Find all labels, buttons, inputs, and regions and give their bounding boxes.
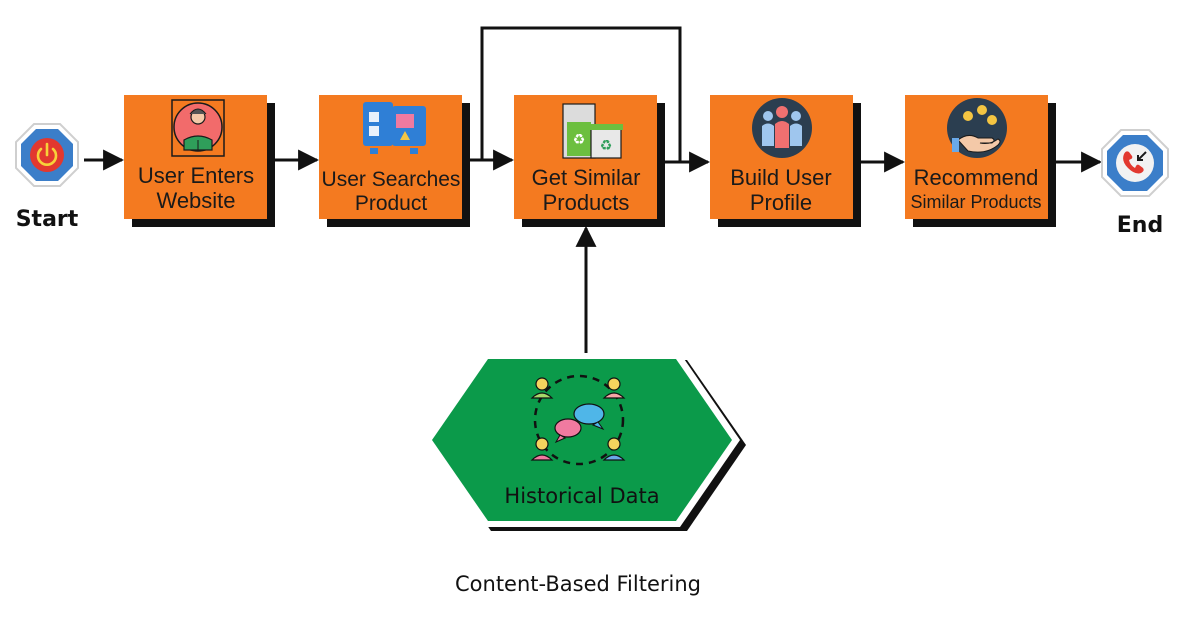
step-label-line1: User Enters: [138, 163, 254, 188]
step-recommend-similar-products: Recommend Similar Products: [905, 95, 1056, 227]
reading-person-icon: [171, 99, 225, 157]
step-user-enters-website: User Enters Website: [124, 95, 275, 227]
start-label: Start: [16, 207, 79, 232]
end-node: End: [1101, 129, 1169, 238]
bypass-loop-line: [480, 26, 682, 162]
end-label: End: [1117, 213, 1163, 238]
step-user-searches-product: User Searches Product: [319, 95, 470, 227]
step-label-line2: Profile: [750, 190, 812, 215]
step-label-line1: Get Similar: [532, 165, 641, 190]
users-chat-icon: [530, 374, 626, 466]
phone-button-bg: [1116, 144, 1154, 182]
phone-icon: [1123, 151, 1147, 174]
historical-data-label: Historical Data: [504, 484, 659, 508]
step-label-line2: Products: [543, 190, 630, 215]
step-label-line1: Recommend: [914, 165, 1039, 190]
step-build-user-profile: Build User Profile: [710, 95, 861, 227]
power-icon: [36, 142, 58, 166]
step-label-line2: Product: [355, 192, 428, 215]
user-group-icon: [752, 98, 812, 158]
start-node: Start: [15, 123, 79, 232]
hand-coins-icon: [947, 98, 1007, 158]
step-label-line1: Build User: [730, 165, 831, 190]
hexagon-shape: [432, 359, 732, 521]
diagram-caption: Content-Based Filtering: [455, 572, 701, 596]
search-screens-icon: [363, 102, 426, 154]
step-label-line2: Similar Products: [910, 192, 1041, 212]
step-get-similar-products: ♻ ♻ Get Similar Products: [514, 95, 665, 227]
svg-text:♻: ♻: [573, 132, 586, 148]
historical-data-node: Historical Data: [424, 353, 746, 531]
step-label-line2: Website: [156, 188, 235, 213]
svg-text:♻: ♻: [600, 138, 613, 154]
step-label-line1: User Searches: [322, 168, 461, 191]
connectors: [84, 26, 1103, 355]
recycle-bins-icon: ♻ ♻: [562, 103, 623, 159]
